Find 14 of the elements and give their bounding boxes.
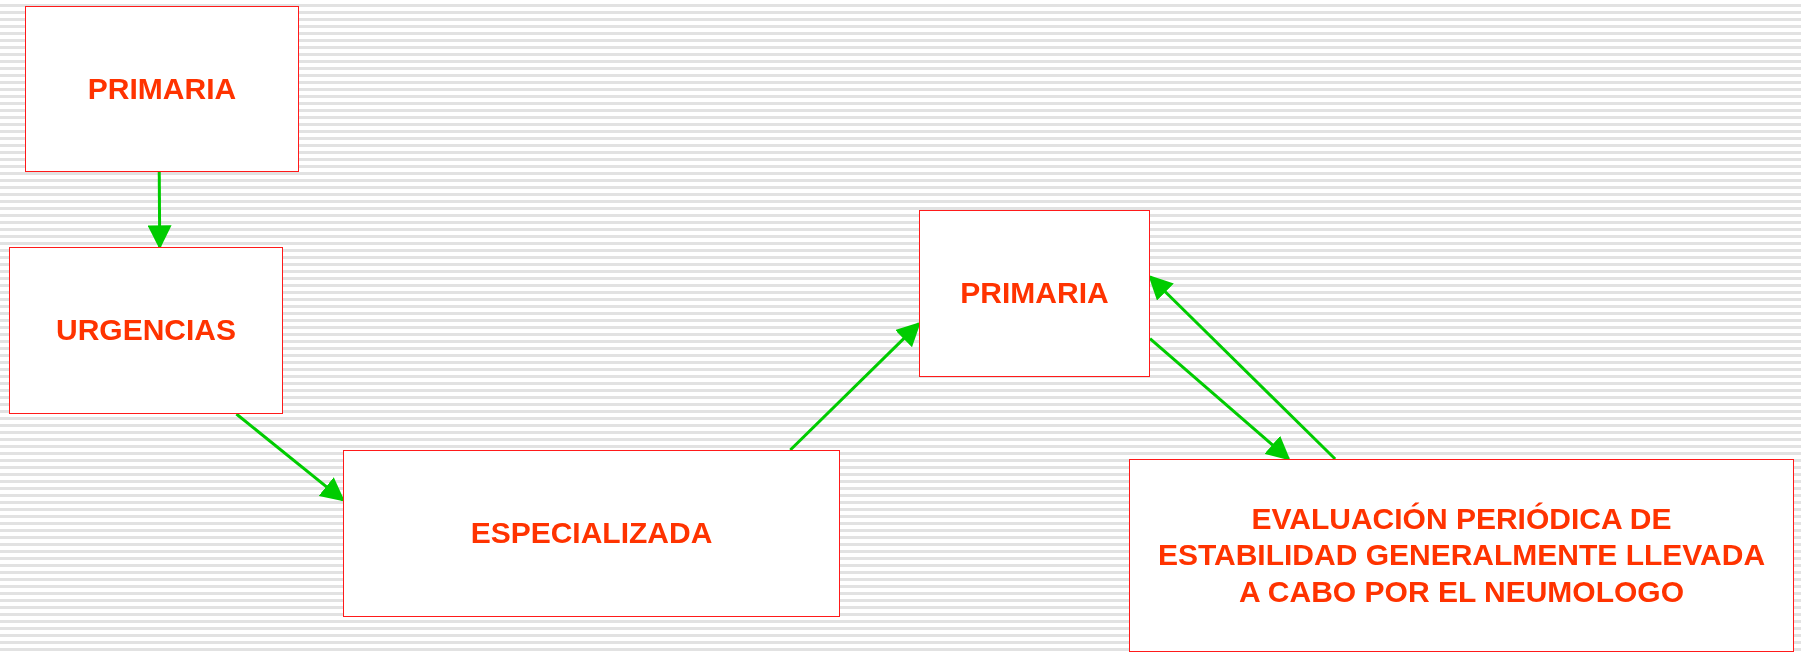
process-box [9,247,283,414]
arrow [1148,275,1337,461]
box-label: PRIMARIA [87,70,237,107]
process-box [919,210,1150,377]
process-box [343,450,840,617]
box-label: URGENCIAS [56,312,236,349]
box-label: ESPECIALIZADA [470,515,713,552]
arrow [789,321,921,452]
arrow [235,412,345,502]
box-label: PRIMARIA [960,275,1109,312]
process-box [25,6,299,172]
box-label: EVALUACIÓN PERIÓDICA DE ESTABILIDAD GENERALMENTE LLEVADA A CABO POR EL NEUMOLOGO [1156,500,1767,610]
arrow [1149,337,1291,461]
process-box [1129,459,1794,652]
